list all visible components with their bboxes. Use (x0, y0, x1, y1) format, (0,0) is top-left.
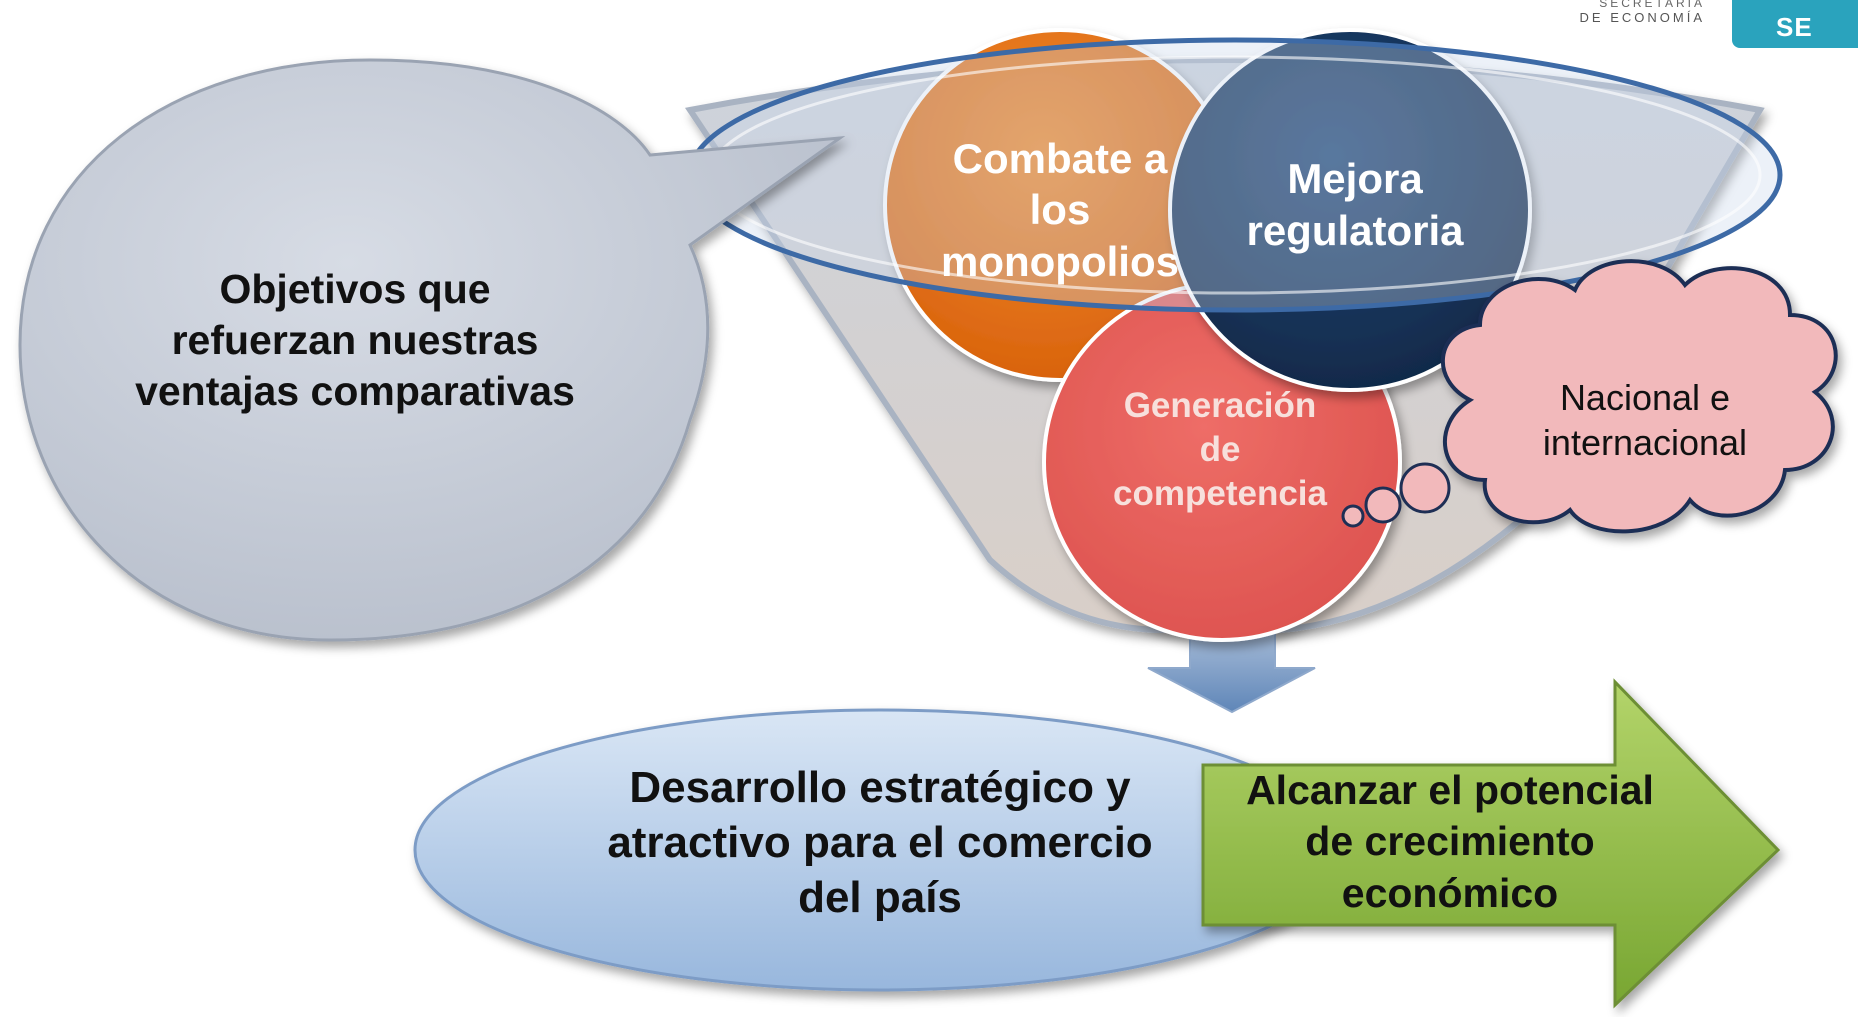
thought-dot-large (1399, 462, 1451, 514)
combate-monopolios-label: Combate a los monopolios (941, 135, 1179, 285)
logo-line1: SECRETARÍA (1599, 0, 1705, 10)
result-arrow-text: Alcanzar el potencial de crecimiento eco… (1246, 767, 1654, 916)
thought-dot-small (1341, 504, 1365, 528)
result-arrow (1201, 678, 1781, 1009)
thought-dot-medium (1364, 486, 1402, 524)
generacion-competencia-label: Generación de competencia (1113, 386, 1327, 513)
mejora-regulatoria-label: Mejora regulatoria (1246, 154, 1464, 255)
thought-cloud-text: Nacional e internacional (1542, 377, 1748, 463)
result-oval-text: Desarrollo estratégico y atractivo para … (607, 762, 1153, 922)
speech-bubble-text: Objetivos que refuerzan nuestras ventaja… (135, 265, 575, 415)
down-arrow (1147, 629, 1316, 714)
speech-bubble (18, 58, 846, 642)
thought-cloud (1441, 259, 1838, 534)
logo-badge-text: SE (1776, 12, 1813, 42)
logo-badge: SE (1732, 0, 1858, 48)
logo-line2: DE ECONOMÍA (1579, 10, 1705, 25)
